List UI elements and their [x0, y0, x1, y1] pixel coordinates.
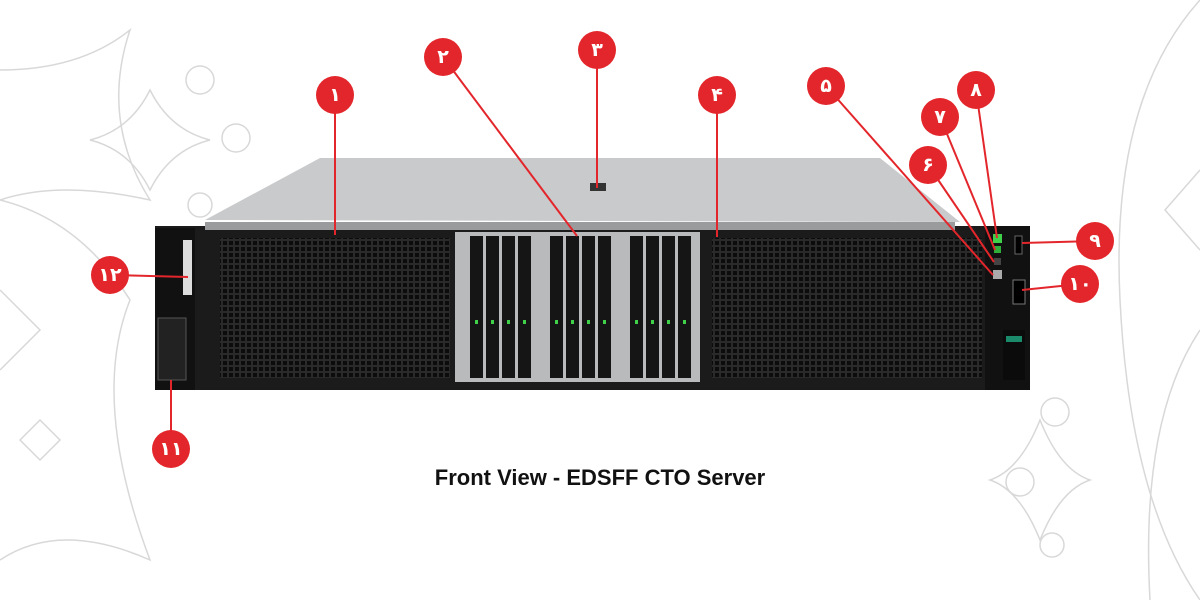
- drive-slot: [582, 236, 595, 378]
- drive-led: [635, 320, 638, 324]
- drive-led: [507, 320, 510, 324]
- top-cover: [205, 158, 960, 222]
- drive-slot: [470, 236, 483, 378]
- drive-led: [667, 320, 670, 324]
- callout-11: ۱۱: [152, 430, 190, 468]
- drive-slot: [646, 236, 659, 378]
- drive-slot: [518, 236, 531, 378]
- callout-9: ۹: [1076, 222, 1114, 260]
- drive-slot: [502, 236, 515, 378]
- ilo-service-port: [1012, 279, 1026, 305]
- callout-6: ۶: [909, 146, 947, 184]
- callout-2: ۲: [424, 38, 462, 76]
- power-button: [993, 234, 1002, 243]
- right-fan-grille: [712, 238, 944, 378]
- drive-slot: [630, 236, 643, 378]
- drive-led: [523, 320, 526, 324]
- callout-1: ۱: [316, 76, 354, 114]
- serial-label-pull-tab: [183, 240, 192, 295]
- left-fan-grille: [220, 238, 450, 378]
- drive-led: [603, 320, 606, 324]
- uid-button: [993, 270, 1002, 279]
- drive-led: [555, 320, 558, 324]
- drive-led: [491, 320, 494, 324]
- callout-4: ۴: [698, 76, 736, 114]
- callout-8: ۸: [957, 71, 995, 109]
- drive-slot: [550, 236, 563, 378]
- drive-slot: [566, 236, 579, 378]
- drive-led: [683, 320, 686, 324]
- drive-slot: [662, 236, 675, 378]
- health-led: [994, 258, 1001, 265]
- drive-led: [651, 320, 654, 324]
- callout-12: ۱۲: [91, 256, 129, 294]
- nic-led: [994, 246, 1001, 253]
- left-ear-module: [157, 317, 187, 381]
- callout-5: ۵: [807, 67, 845, 105]
- drive-slot: [598, 236, 611, 378]
- model-label: [1003, 330, 1025, 380]
- leader-lines: [109, 50, 1096, 449]
- callout-10: ۱۰: [1061, 265, 1099, 303]
- drive-slot: [678, 236, 691, 378]
- caption: Front View - EDSFF CTO Server: [434, 465, 766, 490]
- usb-c-port: [1014, 235, 1023, 255]
- drive-led: [475, 320, 478, 324]
- drive-slots: [470, 236, 691, 378]
- drive-slot: [486, 236, 499, 378]
- drive-led: [587, 320, 590, 324]
- callout-3: ۳: [578, 31, 616, 69]
- callout-7: ۷: [921, 98, 959, 136]
- drive-led: [571, 320, 574, 324]
